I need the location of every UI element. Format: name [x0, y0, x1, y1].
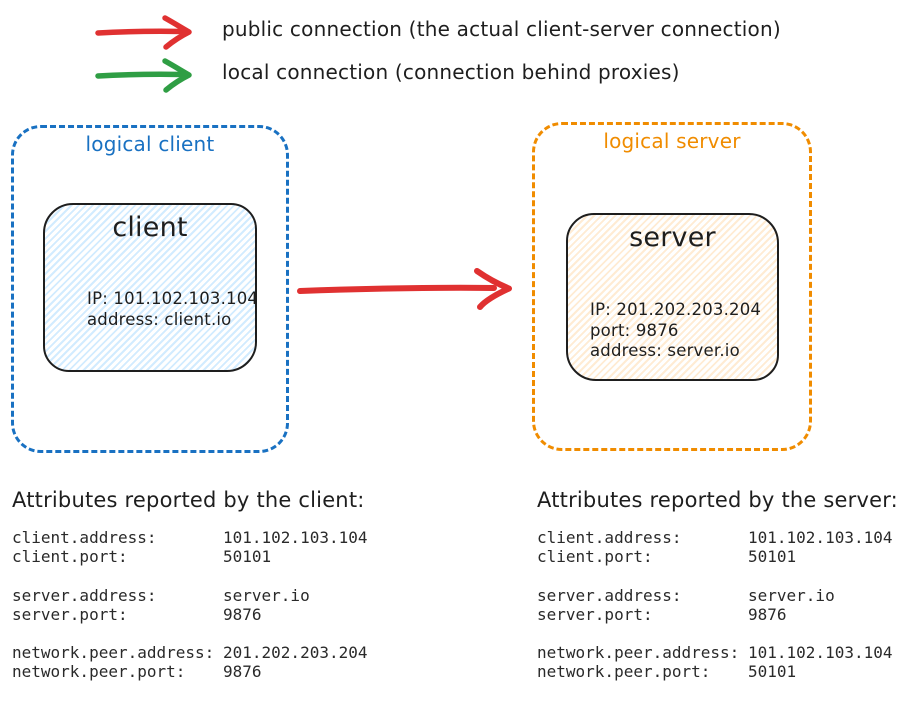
attr-row: client.address: 101.102.103.104 — [12, 528, 368, 547]
attr-row: server.port: 9876 — [12, 605, 368, 624]
attr-row: client.address: 101.102.103.104 — [537, 528, 898, 547]
client-address-line: address: client.io — [87, 309, 232, 329]
attr-value: 50101 — [748, 662, 797, 682]
attr-row: server.address: server.io — [537, 586, 898, 605]
server-ip-line: IP: 201.202.203.204 — [590, 300, 762, 319]
server-attributes-heading: Attributes reported by the server: — [537, 488, 898, 512]
attr-value: server.io — [748, 585, 835, 605]
attr-value: 50101 — [223, 547, 272, 567]
local-connection-arrow-icon — [95, 58, 192, 93]
attr-row: network.peer.port: 9876 — [12, 662, 368, 681]
attr-key: server.address: — [537, 585, 682, 605]
server-address-line: address: server.io — [590, 341, 740, 360]
client-attributes-table: client.address: 101.102.103.104 client.po… — [12, 528, 368, 682]
attr-key: server.address: — [12, 585, 157, 605]
server-node-details: IP: 201.202.203.204 port: 9876 address: … — [590, 300, 761, 362]
client-node-details: IP: 101.102.103.104 address: client.io — [87, 289, 258, 330]
attr-value: 101.102.103.104 — [748, 528, 893, 547]
attr-row: client.port: 50101 — [12, 547, 368, 566]
logical-client-label: logical client — [85, 132, 215, 156]
server-node-title: server — [629, 222, 716, 253]
attr-row: network.peer.address: 201.202.203.204 — [12, 643, 368, 662]
attr-key: network.peer.address: — [12, 643, 215, 663]
attr-row: server.address: server.io — [12, 586, 368, 605]
attr-key: client.port: — [12, 547, 128, 567]
client-to-server-arrow-icon — [297, 268, 512, 310]
client-node-title: client — [112, 212, 188, 243]
attr-key: network.peer.port: — [12, 662, 186, 682]
attr-group-network-peer: network.peer.address: 101.102.103.104 net… — [537, 643, 898, 682]
server-attributes-table: client.address: 101.102.103.104 client.po… — [537, 528, 898, 682]
attr-key: server.port: — [537, 604, 653, 624]
attr-value: 201.202.203.204 — [223, 643, 368, 663]
logical-server-label: logical server — [603, 129, 741, 153]
client-node: client IP: 101.102.103.104 address: clie… — [43, 203, 258, 372]
attr-key: client.port: — [537, 547, 653, 567]
server-port-line: port: 9876 — [590, 320, 679, 340]
legend-label-public: public connection (the actual client-ser… — [222, 17, 781, 41]
attr-value: 101.102.103.104 — [223, 528, 368, 547]
attr-group-client-endpoint: client.address: 101.102.103.104 client.po… — [12, 528, 368, 567]
client-attributes-block: Attributes reported by the client: clien… — [12, 487, 368, 701]
attr-row: client.port: 50101 — [537, 547, 898, 566]
attr-group-network-peer: network.peer.address: 201.202.203.204 net… — [12, 643, 368, 682]
attr-group-client-endpoint: client.address: 101.102.103.104 client.po… — [537, 528, 898, 567]
attr-row: network.peer.port: 50101 — [537, 662, 898, 681]
attr-value: 101.102.103.104 — [748, 643, 893, 663]
public-connection-arrow-icon — [95, 15, 192, 50]
attr-group-server-endpoint: server.address: server.io server.port: 987… — [12, 586, 368, 625]
attr-value: 9876 — [223, 662, 262, 682]
attr-key: network.peer.port: — [537, 662, 711, 682]
attr-key: client.address: — [537, 528, 682, 547]
attr-row: network.peer.address: 101.102.103.104 — [537, 643, 898, 662]
server-attributes-block: Attributes reported by the server: clien… — [537, 487, 898, 701]
attr-group-server-endpoint: server.address: server.io server.port: 987… — [537, 586, 898, 625]
attr-value: 50101 — [748, 547, 797, 567]
logical-server-group: logical server server IP: 201.202.203.20… — [532, 122, 812, 451]
legend-label-local: local connection (connection behind prox… — [222, 60, 680, 84]
client-attributes-heading: Attributes reported by the client: — [12, 488, 365, 512]
attr-value: server.io — [223, 585, 310, 605]
attr-value: 9876 — [223, 604, 262, 624]
attr-key: client.address: — [12, 528, 157, 547]
attr-row: server.port: 9876 — [537, 605, 898, 624]
attr-key: network.peer.address: — [537, 643, 740, 663]
attr-key: server.port: — [12, 604, 128, 624]
server-node: server IP: 201.202.203.204 port: 9876 ad… — [566, 213, 779, 381]
attr-value: 9876 — [748, 604, 787, 624]
client-ip-line: IP: 101.102.103.104 — [87, 289, 259, 308]
logical-client-group: logical client client IP: 101.102.103.10… — [11, 125, 289, 453]
